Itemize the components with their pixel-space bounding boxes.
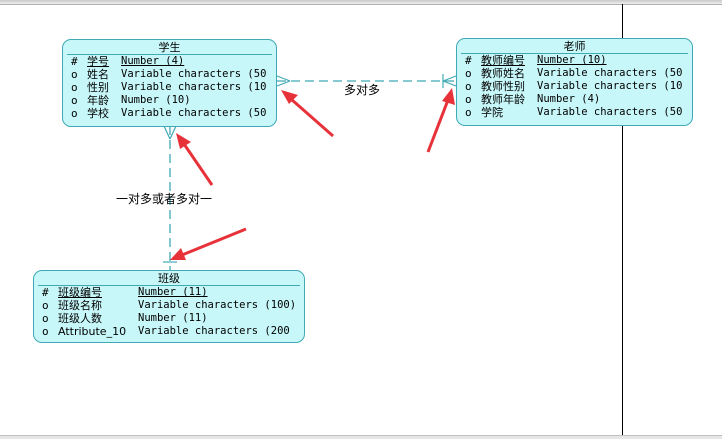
attribute-type: Variable characters (10 <box>121 81 267 93</box>
attribute-row[interactable]: # 教师编号 Number (10) <box>457 54 692 67</box>
arrow-to-teacher-left <box>426 99 450 153</box>
attribute-marker: o <box>42 299 49 312</box>
entity-class[interactable]: 班级 # 班级编号 Number (11) o 班级名称 Variable charact… <box>33 270 305 343</box>
entity-title-student: 学生 <box>158 41 181 54</box>
primary-key-marker: # <box>71 55 78 68</box>
entity-teacher[interactable]: 老师 # 教师编号 Number (10) o 教师姓名 Variable charact… <box>456 38 693 126</box>
attribute-type: Number (10) <box>121 94 191 106</box>
primary-key-marker: # <box>465 54 472 67</box>
attribute-list-class: # 班级编号 Number (11) o 班级名称 Variable characters… <box>34 286 304 338</box>
attribute-name: 教师编号 <box>481 54 525 67</box>
arrow-to-class-top <box>181 227 247 257</box>
attribute-marker: o <box>71 68 78 81</box>
relation-label-one-to-many: 一对多或者多对一 <box>116 192 213 206</box>
arrow-head-teacher-left <box>442 88 455 105</box>
window-bottom-border <box>0 435 722 439</box>
attribute-type: Variable characters (50 <box>121 107 267 119</box>
attribute-type: Variable characters (50 <box>537 67 683 79</box>
arrow-head-student-right <box>281 90 298 104</box>
attribute-name: 班级名称 <box>58 299 102 312</box>
attribute-type: Number (11) <box>138 286 208 298</box>
entity-divider <box>38 285 300 286</box>
attribute-row[interactable]: o 学校 Variable characters (50 <box>63 107 276 120</box>
relation-label-many-to-many: 多对多 <box>344 83 381 97</box>
attribute-row[interactable]: # 学号 Number (4) <box>63 55 276 68</box>
entity-divider <box>461 53 688 54</box>
attribute-marker: o <box>42 312 49 325</box>
annotation-arrows <box>170 88 455 260</box>
attribute-type: Number (11) <box>138 312 208 324</box>
attribute-row[interactable]: o 班级名称 Variable characters (100) <box>34 299 304 312</box>
attribute-row[interactable]: o Attribute_10 Variable characters (200 <box>34 325 304 338</box>
attribute-marker: o <box>465 80 472 93</box>
attribute-name: 学校 <box>87 107 109 120</box>
attribute-row[interactable]: o 性别 Variable characters (10 <box>63 81 276 94</box>
arrow-head-student-bottom <box>176 133 191 149</box>
attribute-type: Number (4) <box>121 55 185 67</box>
entity-title-teacher: 老师 <box>563 40 586 53</box>
attribute-marker: o <box>71 81 78 94</box>
page-boundary-line <box>622 4 623 436</box>
attribute-row[interactable]: o 教师性别 Variable characters (10 <box>457 80 692 93</box>
attribute-type: Number (10) <box>537 54 607 66</box>
attribute-type: Variable characters (10 <box>537 80 683 92</box>
window-top-border <box>0 0 722 5</box>
attribute-name: 姓名 <box>87 68 109 81</box>
attribute-type: Variable characters (50 <box>537 106 683 118</box>
crowsfoot-student-bottom <box>163 125 177 140</box>
crowsfoot-teacher-side <box>442 74 457 88</box>
attribute-row[interactable]: o 姓名 Variable characters (50 <box>63 68 276 81</box>
attribute-name: 学号 <box>87 55 109 68</box>
attribute-name: 教师姓名 <box>481 67 525 80</box>
attribute-marker: o <box>465 106 472 119</box>
attribute-name: 学院 <box>481 106 503 119</box>
attribute-row[interactable]: o 年龄 Number (10) <box>63 94 276 107</box>
attribute-name: Attribute_10 <box>58 325 127 338</box>
attribute-marker: o <box>71 94 78 107</box>
attribute-name: 性别 <box>87 81 109 94</box>
attribute-name: 班级人数 <box>58 312 102 325</box>
attribute-name: 教师年龄 <box>481 93 525 106</box>
attribute-row[interactable]: o 班级人数 Number (11) <box>34 312 304 325</box>
attribute-type: Variable characters (200 <box>138 325 290 337</box>
attribute-marker: o <box>42 325 49 338</box>
primary-key-marker: # <box>42 286 49 299</box>
attribute-marker: o <box>465 67 472 80</box>
entity-title-class: 班级 <box>158 272 180 285</box>
attribute-type: Variable characters (50 <box>121 68 267 80</box>
attribute-row[interactable]: # 班级编号 Number (11) <box>34 286 304 299</box>
entity-student[interactable]: 学生 # 学号 Number (4) o 姓名 Variable characters (… <box>62 39 277 127</box>
attribute-name: 教师性别 <box>481 80 525 93</box>
attribute-row[interactable]: o 学院 Variable characters (50 <box>457 106 692 119</box>
attribute-row[interactable]: o 教师年龄 Number (4) <box>457 93 692 106</box>
attribute-name: 年龄 <box>87 94 109 107</box>
attribute-type: Variable characters (100) <box>138 299 297 311</box>
crowsfoot-student-side <box>276 75 291 87</box>
arrow-to-student-bottom <box>182 143 214 186</box>
attribute-marker: o <box>71 107 78 120</box>
arrow-to-student-right <box>290 97 334 138</box>
attribute-list-teacher: # 教师编号 Number (10) o 教师姓名 Variable characters… <box>457 54 692 119</box>
attribute-type: Number (4) <box>537 93 601 105</box>
arrow-head-class-top <box>170 248 186 260</box>
attribute-name: 班级编号 <box>58 286 102 299</box>
attribute-row[interactable]: o 教师姓名 Variable characters (50 <box>457 67 692 80</box>
entity-divider <box>67 54 272 55</box>
attribute-marker: o <box>465 93 472 106</box>
